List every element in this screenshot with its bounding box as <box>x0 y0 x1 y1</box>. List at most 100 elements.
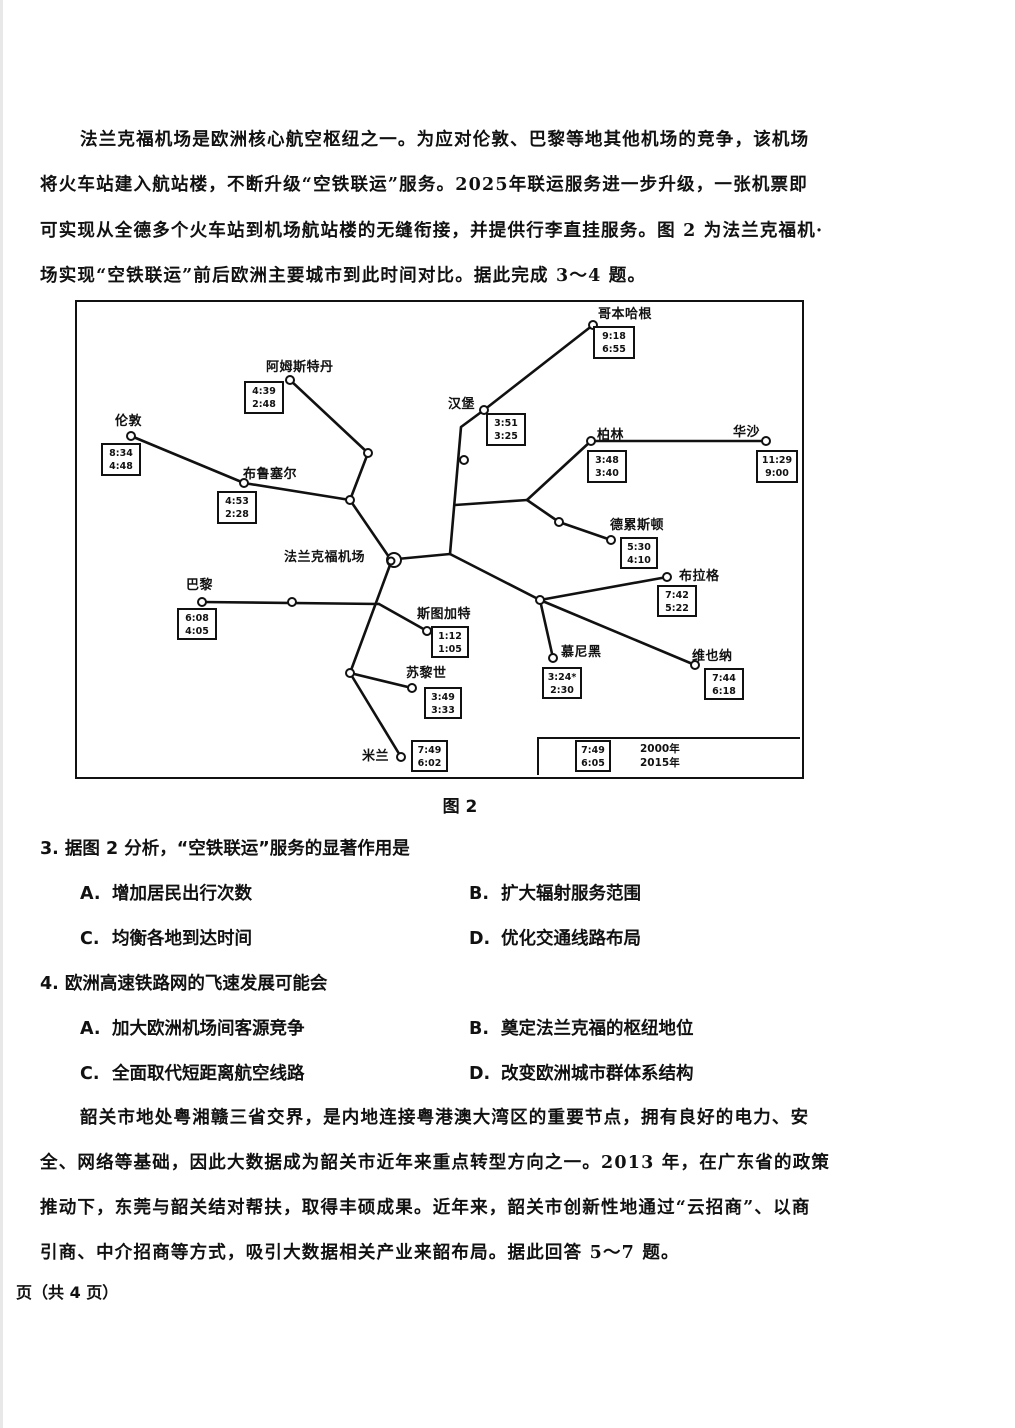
question-4-stem: 4. 欧洲高速铁路网的飞速发展可能会 <box>40 972 327 996</box>
time-2000: 3:48 <box>595 455 619 466</box>
intro-line: 场实现“空铁联运”前后欧洲主要城市到此时间对比。据此完成 3～4 题。 <box>40 266 647 286</box>
option-text: 全面取代短距离航空线路 <box>112 1064 305 1084</box>
intro-line: 法兰克福机场是欧洲核心航空枢纽之一。为应对伦敦、巴黎等地其他机场的竞争，该机场 <box>80 130 810 150</box>
time-box-prague: 7:42 5:22 <box>657 585 697 617</box>
q4-option-c[interactable]: C.全面取代短距离航空线路 <box>80 1062 305 1086</box>
hub-label-frankfurt-airport: 法兰克福机场 <box>284 550 366 565</box>
option-letter: B. <box>469 1019 489 1039</box>
time-2015: 2:28 <box>225 509 249 520</box>
q3-option-d[interactable]: D. 优化交通线路布局 <box>469 927 641 951</box>
time-box-milan: 7:49 6:02 <box>411 740 448 772</box>
question-number: 3. <box>40 839 59 859</box>
page-footer: 页（共 4 页） <box>16 1283 119 1302</box>
legend-year-2015: 2015年 <box>640 757 680 769</box>
time-box-berlin: 3:48 3:40 <box>587 450 627 483</box>
option-letter: D. <box>469 929 491 949</box>
time-2000: 4:53 <box>225 496 249 507</box>
option-letter: A. <box>80 884 101 904</box>
option-text: 加大欧洲机场间客源竞争 <box>112 1019 305 1039</box>
legend-sample-2000: 7:49 <box>581 745 605 756</box>
legend-sample-box: 7:49 6:05 <box>575 740 611 772</box>
time-2015: 4:05 <box>185 626 209 637</box>
time-2015: 3:33 <box>431 705 455 716</box>
option-letter: B. <box>469 884 489 904</box>
time-2000: 1:12 <box>438 631 462 642</box>
time-2000: 5:30 <box>627 542 651 553</box>
city-label-amsterdam: 阿姆斯特丹 <box>266 360 334 375</box>
passage-line: 推动下，东莞与韶关结对帮扶，取得丰硕成果。近年来，韶关市创新性地通过“云招商”、… <box>40 1198 811 1218</box>
time-2015: 2:48 <box>252 399 276 410</box>
option-letter: A. <box>80 1019 101 1039</box>
time-box-hamburg: 3:51 3:25 <box>486 413 526 446</box>
q4-option-d[interactable]: D. 改变欧洲城市群体系结构 <box>469 1062 694 1086</box>
time-2015: 6:02 <box>417 758 442 769</box>
time-2015: 3:25 <box>494 431 518 442</box>
legend-years: 2000年 2015年 <box>640 742 680 770</box>
q3-option-b[interactable]: B. 扩大辐射服务范围 <box>469 882 641 906</box>
time-box-london: 8:34 4:48 <box>101 443 141 476</box>
time-2000: 3:49 <box>431 692 455 703</box>
time-2000: 8:34 <box>109 448 133 459</box>
option-text: 优化交通线路布局 <box>501 929 641 949</box>
time-2015: 1:05 <box>438 644 462 655</box>
option-letter: D. <box>469 1064 491 1084</box>
map-legend <box>537 737 800 775</box>
city-label-berlin: 柏林 <box>597 428 625 443</box>
time-box-stuttgart: 1:12 1:05 <box>431 626 469 658</box>
time-2000: 3:51 <box>494 418 518 429</box>
legend-year-2000: 2000年 <box>640 743 680 755</box>
time-2000: 7:42 <box>665 590 689 601</box>
intro-line: 可实现从全德多个火车站到机场航站楼的无缝衔接，并提供行李直挂服务。图 2 为法兰… <box>40 221 824 241</box>
time-2015: 6:18 <box>712 686 736 697</box>
q3-option-c[interactable]: C. 均衡各地到达时间 <box>80 927 252 951</box>
question-3-stem: 3. 据图 2 分析，“空铁联运”服务的显著作用是 <box>40 837 410 861</box>
time-2000: 7:44 <box>712 673 736 684</box>
figure-caption: 图 2 <box>442 797 478 817</box>
time-2015: 4:48 <box>109 461 133 472</box>
map-frame <box>75 300 804 779</box>
option-letter: C. <box>80 929 100 949</box>
city-label-london: 伦敦 <box>115 414 143 429</box>
question-number: 4. <box>40 974 59 994</box>
time-2000: 3:24* <box>547 672 577 683</box>
time-box-munich: 3:24* 2:30 <box>542 667 582 699</box>
time-box-paris: 6:08 4:05 <box>177 608 217 640</box>
passage-line: 引商、中介招商等方式，吸引大数据相关产业来韶布局。据此回答 5～7 题。 <box>40 1243 680 1263</box>
option-text: 扩大辐射服务范围 <box>501 884 641 904</box>
time-2015: 2:30 <box>550 685 574 696</box>
option-text: 改变欧洲城市群体系结构 <box>501 1064 694 1084</box>
time-box-brussels: 4:53 2:28 <box>217 491 257 524</box>
time-2015: 5:22 <box>665 603 689 614</box>
time-box-copenhagen: 9:18 6:55 <box>593 326 635 359</box>
q3-option-a[interactable]: A. 增加居民出行次数 <box>80 882 252 906</box>
question-text: 据图 2 分析，“空铁联运”服务的显著作用是 <box>64 839 410 859</box>
passage-line: 全、网络等基础，因此大数据成为韶关市近年来重点转型方向之一。2013 年，在广东… <box>40 1153 831 1173</box>
q4-option-a[interactable]: A. 加大欧洲机场间客源竞争 <box>80 1017 305 1041</box>
city-label-milan: 米兰 <box>362 749 390 764</box>
legend-sample-2015: 6:05 <box>581 758 605 769</box>
city-label-munich: 慕尼黑 <box>561 645 602 660</box>
city-label-brussels: 布鲁塞尔 <box>243 467 298 482</box>
time-box-vienna: 7:44 6:18 <box>704 668 744 700</box>
time-2015: 6:55 <box>602 344 626 355</box>
q4-option-b[interactable]: B. 奠定法兰克福的枢纽地位 <box>469 1017 694 1041</box>
city-label-hamburg: 汉堡 <box>448 397 476 412</box>
city-label-prague: 布拉格 <box>679 569 720 584</box>
time-box-warsaw: 11:29 9:00 <box>756 450 798 483</box>
option-text: 增加居民出行次数 <box>112 884 252 904</box>
question-text: 欧洲高速铁路网的飞速发展可能会 <box>64 974 328 994</box>
time-2000: 7:49 <box>417 745 442 756</box>
city-label-paris: 巴黎 <box>186 578 214 593</box>
time-2000: 9:18 <box>602 331 626 342</box>
city-label-stuttgart: 斯图加特 <box>417 607 472 622</box>
city-label-copenhagen: 哥本哈根 <box>598 307 653 322</box>
time-2015: 4:10 <box>627 555 651 566</box>
option-text: 均衡各地到达时间 <box>112 929 252 949</box>
time-2015: 3:40 <box>595 468 619 479</box>
intro-line: 将火车站建入航站楼，不断升级“空铁联运”服务。2025年联运服务进一步升级，一张… <box>40 175 808 195</box>
time-2000: 11:29 <box>761 455 793 466</box>
city-label-dresden: 德累斯顿 <box>610 518 665 533</box>
option-text: 奠定法兰克福的枢纽地位 <box>501 1019 694 1039</box>
rail-network-lines <box>126 320 771 762</box>
city-label-vienna: 维也纳 <box>692 649 733 664</box>
